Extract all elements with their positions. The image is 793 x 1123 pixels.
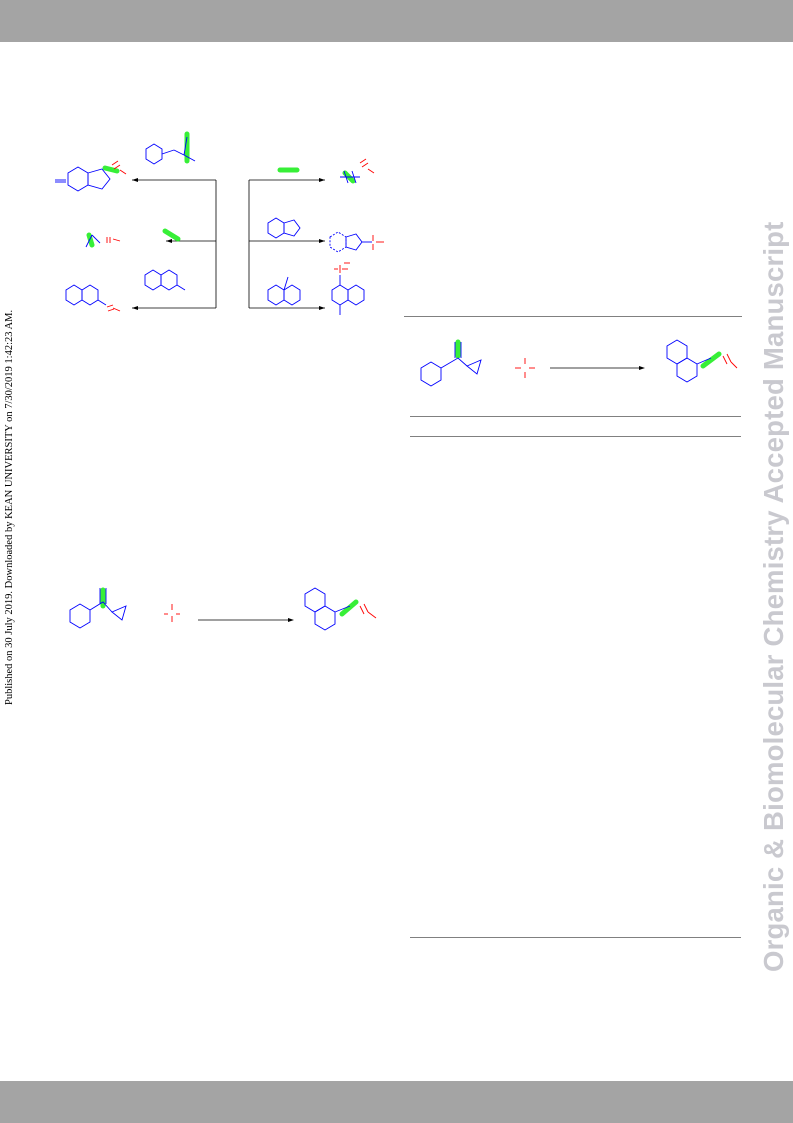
accepted-manuscript-watermark: Organic & Biomolecular Chemistry Accepte…	[758, 221, 789, 972]
table-rule-sub	[410, 436, 741, 437]
scheme-radical-transformations	[55, 131, 384, 315]
table-reaction-scheme	[420, 339, 738, 387]
table-rule-header	[410, 416, 741, 417]
table-rule-top	[404, 316, 742, 317]
scheme-cyclopropane-cascade	[69, 587, 377, 631]
page-footer-bar	[0, 1081, 793, 1123]
page-header-bar	[0, 0, 793, 42]
download-note: Published on 30 July 2019. Downloaded by…	[4, 309, 15, 705]
table-rule-bottom	[410, 937, 741, 938]
